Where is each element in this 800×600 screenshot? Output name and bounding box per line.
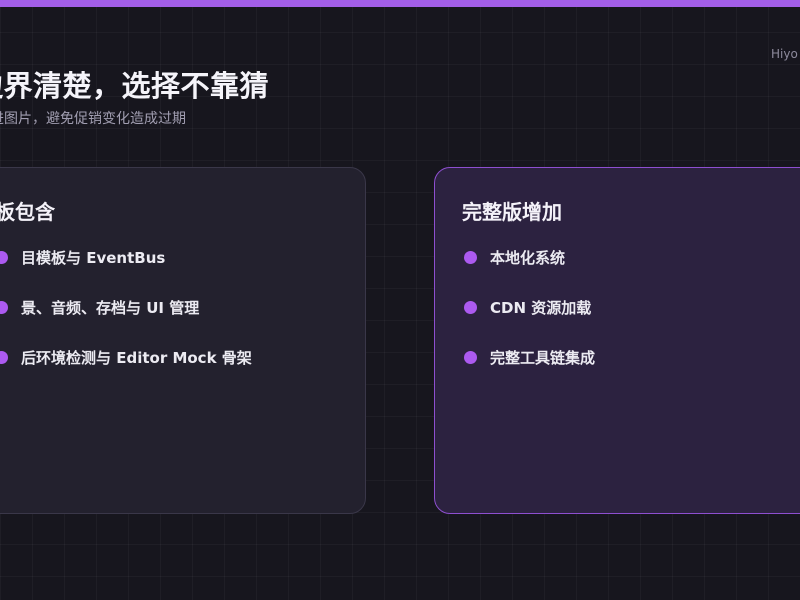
bullet-dot-icon [0, 301, 8, 314]
brand-label: Hiyo [771, 47, 798, 61]
feature-label: 后环境检测与 Editor Mock 骨架 [21, 349, 252, 367]
card-title: 板包含 [0, 200, 55, 224]
basic-edition-card: 板包含 目模板与 EventBus 景、音频、存档与 UI 管理 后环境检测与 … [0, 167, 366, 514]
bullet-dot-icon [0, 251, 8, 264]
bullet-dot-icon [0, 351, 8, 364]
bullet-dot-icon [464, 351, 477, 364]
feature-label: 完整工具链集成 [490, 349, 596, 367]
bullet-dot-icon [464, 251, 477, 264]
card-title: 完整版增加 [462, 200, 562, 224]
feature-label: CDN 资源加载 [490, 299, 592, 317]
feature-item: 景、音频、存档与 UI 管理 [0, 297, 199, 318]
feature-item: CDN 资源加载 [464, 297, 591, 318]
feature-label: 景、音频、存档与 UI 管理 [21, 299, 200, 317]
feature-label: 本地化系统 [490, 249, 566, 267]
feature-item: 完整工具链集成 [464, 347, 595, 368]
feature-item: 后环境检测与 Editor Mock 骨架 [0, 347, 252, 368]
feature-item: 本地化系统 [464, 247, 565, 268]
feature-item: 目模板与 EventBus [0, 247, 165, 268]
page-subtitle: 进图片，避免促销变化造成过期 [0, 111, 186, 127]
accent-top-bar [0, 0, 800, 7]
full-edition-card: 完整版增加 本地化系统 CDN 资源加载 完整工具链集成 [434, 167, 800, 514]
feature-label: 目模板与 EventBus [21, 249, 166, 267]
bullet-dot-icon [464, 301, 477, 314]
page-title: 边界清楚，选择不靠猜 [0, 69, 270, 103]
